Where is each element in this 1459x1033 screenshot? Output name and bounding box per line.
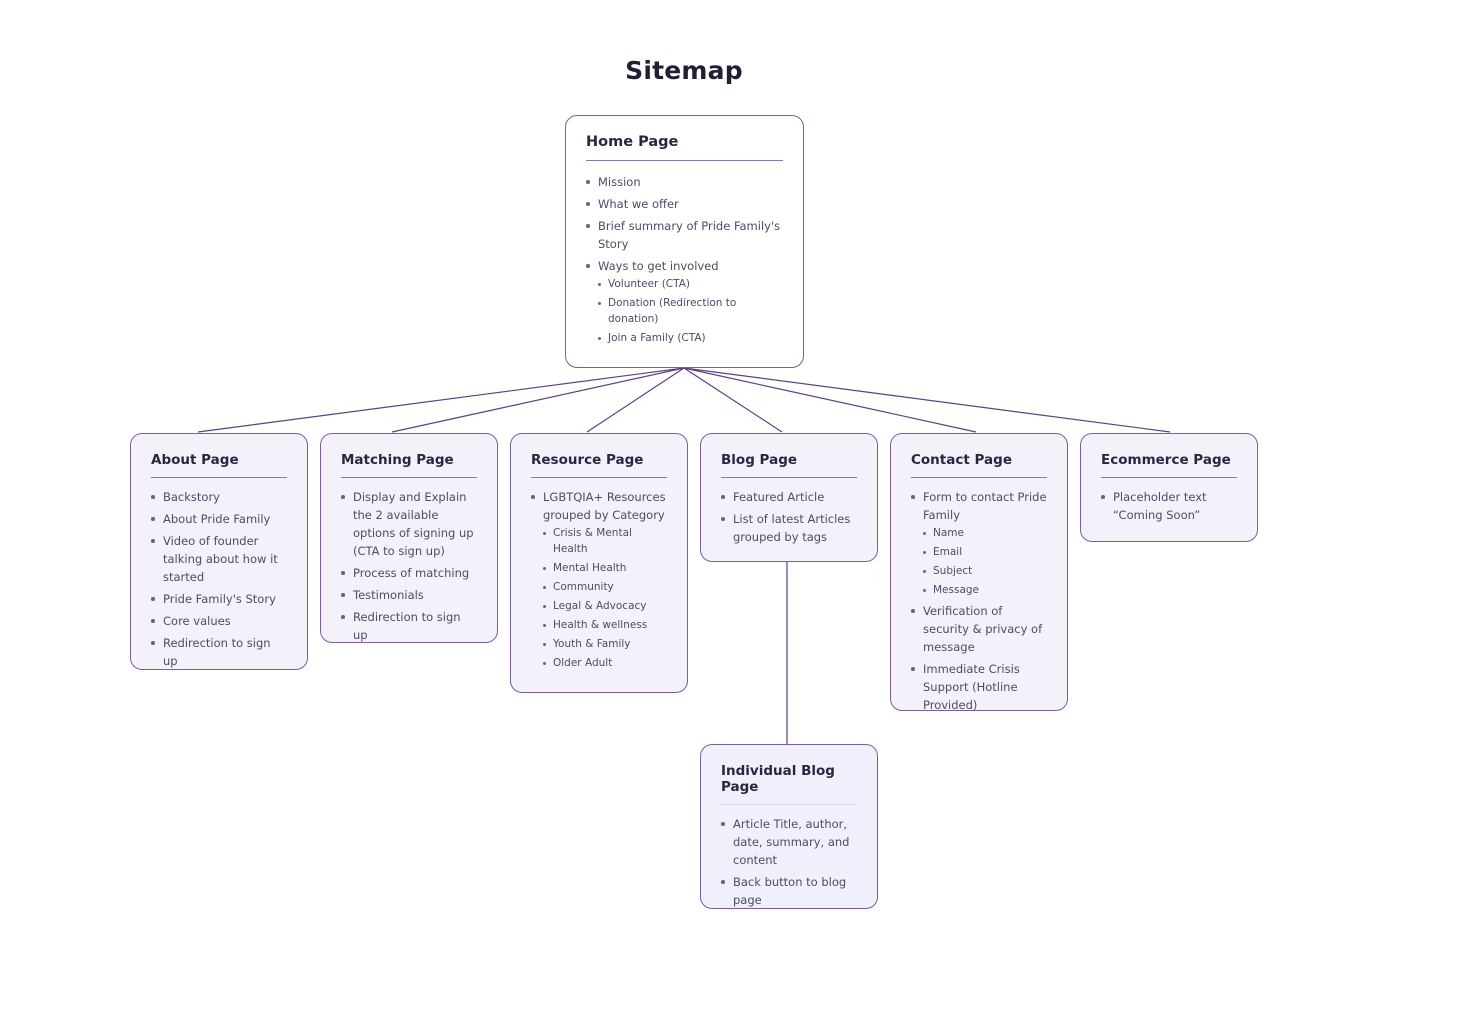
resource-page-title: Resource Page xyxy=(531,452,667,478)
list-item: Redirection to sign up xyxy=(151,634,287,670)
sub-list-item: Subject xyxy=(923,563,1047,579)
contact-page-list: Form to contact Pride Family Name Email … xyxy=(911,488,1047,714)
list-item-label: Ways to get involved xyxy=(598,259,719,273)
connector-home-contact xyxy=(683,367,977,433)
individual-blog-page-title: Individual Blog Page xyxy=(721,763,857,805)
sub-list: Name Email Subject Message xyxy=(923,525,1047,598)
list-item: About Pride Family xyxy=(151,510,287,528)
resource-page-card: Resource Page LGBTQIA+ Resources grouped… xyxy=(510,433,688,693)
list-item: Brief summary of Pride Family's Story xyxy=(586,217,783,253)
list-item: What we offer xyxy=(586,195,783,213)
blog-page-card: Blog Page Featured Article List of lates… xyxy=(700,433,878,562)
list-item: Process of matching xyxy=(341,564,477,582)
connector-home-resource xyxy=(586,367,685,433)
sub-list-item: Community xyxy=(543,579,667,595)
list-item: Placeholder text “Coming Soon” xyxy=(1101,488,1237,524)
list-item: Immediate Crisis Support (Hotline Provid… xyxy=(911,660,1047,714)
sub-list-item: Legal & Advocacy xyxy=(543,598,667,614)
sub-list-item: Youth & Family xyxy=(543,636,667,652)
about-page-title: About Page xyxy=(151,452,287,478)
list-item: Core values xyxy=(151,612,287,630)
list-item: Article Title, author, date, summary, an… xyxy=(721,815,857,869)
home-page-list: Mission What we offer Brief summary of P… xyxy=(586,173,783,346)
sub-list-item: Email xyxy=(923,544,1047,560)
sub-list: Volunteer (CTA) Donation (Redirection to… xyxy=(598,276,783,346)
connector-home-blog xyxy=(683,367,783,433)
list-item-label: Form to contact Pride Family xyxy=(923,490,1047,522)
ecommerce-page-card: Ecommerce Page Placeholder text “Coming … xyxy=(1080,433,1258,542)
individual-blog-page-list: Article Title, author, date, summary, an… xyxy=(721,815,857,909)
ecommerce-page-list: Placeholder text “Coming Soon” xyxy=(1101,488,1237,524)
matching-page-list: Display and Explain the 2 available opti… xyxy=(341,488,477,644)
list-item: Featured Article xyxy=(721,488,857,506)
list-item: Back button to blog page xyxy=(721,873,857,909)
connector-home-about xyxy=(197,367,685,433)
list-item: Display and Explain the 2 available opti… xyxy=(341,488,477,560)
blog-page-list: Featured Article List of latest Articles… xyxy=(721,488,857,546)
matching-page-card: Matching Page Display and Explain the 2 … xyxy=(320,433,498,643)
list-item-lgbtqia-resources: LGBTQIA+ Resources grouped by Category C… xyxy=(531,488,667,671)
list-item: List of latest Articles grouped by tags xyxy=(721,510,857,546)
sub-list-item: Older Adult xyxy=(543,655,667,671)
contact-page-card: Contact Page Form to contact Pride Famil… xyxy=(890,433,1068,714)
about-page-card: About Page Backstory About Pride Family … xyxy=(130,433,308,670)
sub-list: Crisis & Mental Health Mental Health Com… xyxy=(543,525,667,671)
sub-list-item: Health & wellness xyxy=(543,617,667,633)
list-item: Testimonials xyxy=(341,586,477,604)
blog-page-title: Blog Page xyxy=(721,452,857,478)
home-page-card: Home Page Mission What we offer Brief su… xyxy=(565,115,804,368)
sub-list-item: Join a Family (CTA) xyxy=(598,330,783,346)
ecommerce-page-title: Ecommerce Page xyxy=(1101,452,1237,478)
home-page-title: Home Page xyxy=(586,134,783,161)
list-item-contact-form: Form to contact Pride Family Name Email … xyxy=(911,488,1047,598)
connector-home-ecommerce xyxy=(683,367,1171,433)
list-item: Backstory xyxy=(151,488,287,506)
matching-page-title: Matching Page xyxy=(341,452,477,478)
list-item: Verification of security & privacy of me… xyxy=(911,602,1047,656)
list-item: Pride Family's Story xyxy=(151,590,287,608)
sub-list-item: Donation (Redirection to donation) xyxy=(598,295,783,327)
list-item: Video of founder talking about how it st… xyxy=(151,532,287,586)
sub-list-item: Volunteer (CTA) xyxy=(598,276,783,292)
list-item-ways-to-get-involved: Ways to get involved Volunteer (CTA) Don… xyxy=(586,257,783,346)
contact-page-title: Contact Page xyxy=(911,452,1047,478)
connector-home-matching xyxy=(391,367,685,433)
sub-list-item: Name xyxy=(923,525,1047,541)
resource-page-list: LGBTQIA+ Resources grouped by Category C… xyxy=(531,488,667,671)
list-item-label: LGBTQIA+ Resources grouped by Category xyxy=(543,490,666,522)
individual-blog-page-card: Individual Blog Page Article Title, auth… xyxy=(700,744,878,909)
sub-list-item: Crisis & Mental Health xyxy=(543,525,667,557)
sub-list-item: Mental Health xyxy=(543,560,667,576)
sub-list-item: Message xyxy=(923,582,1047,598)
about-page-list: Backstory About Pride Family Video of fo… xyxy=(151,488,287,670)
list-item: Mission xyxy=(586,173,783,191)
list-item: Redirection to sign up xyxy=(341,608,477,644)
page-title: Sitemap xyxy=(625,56,743,85)
